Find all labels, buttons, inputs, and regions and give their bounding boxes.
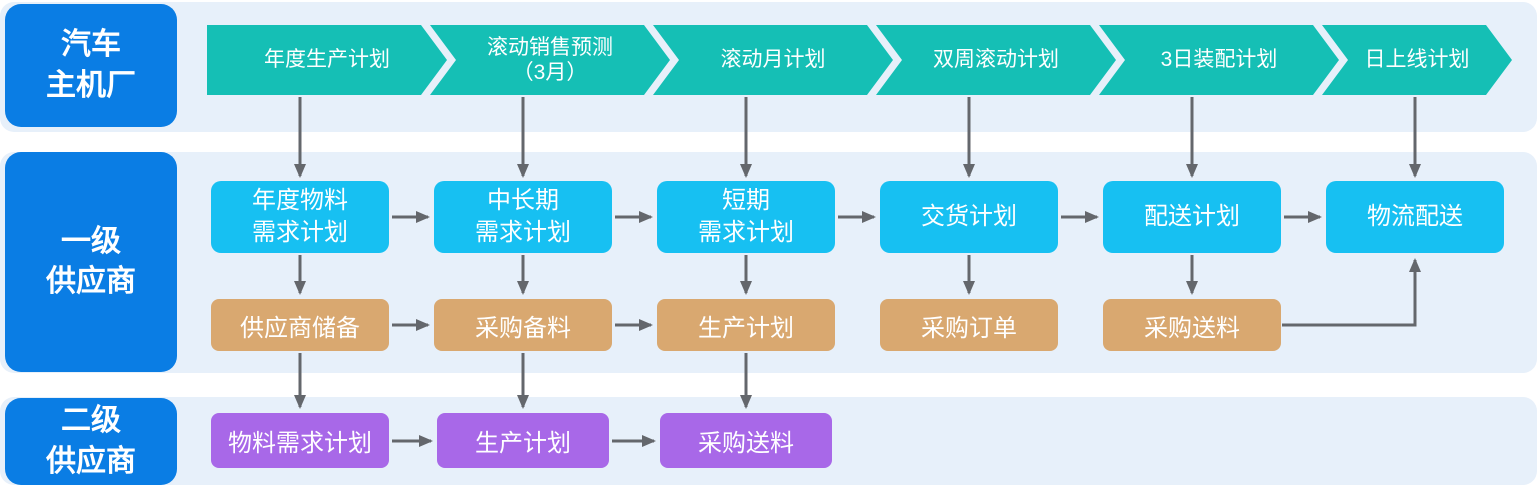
chevron-step-rolling-sales-forecast: 滚动销售预测 （3月） [430, 25, 670, 95]
box-label: 交货计划 [921, 202, 1017, 230]
plan-box-distribution-plan: 配送计划 [1103, 181, 1281, 253]
chevron-step-annual-production-plan: 年度生产计划 [207, 25, 447, 95]
exec-box-supplier-reserve: 供应商储备 [211, 299, 389, 351]
exec-box-production-plan: 生产计划 [657, 299, 835, 351]
chevron-step-rolling-month-plan: 滚动月计划 [653, 25, 893, 95]
lane-label-oem: 汽车 主机厂 [5, 4, 177, 127]
chevron-label: 滚动月计划 [720, 48, 826, 72]
box-label: 需求计划 [252, 219, 348, 246]
lane-label-line: 一级 [61, 224, 121, 258]
box-label: 生产计划 [475, 430, 571, 457]
box-label: 需求计划 [475, 219, 571, 246]
box-label: 采购备料 [475, 314, 571, 342]
chevron-step-biweekly-rolling-plan: 双周滚动计划 [876, 25, 1116, 95]
box-label: 年度物料 [252, 186, 348, 214]
plan-box-mid-long-term-requirement: 中长期 需求计划 [434, 181, 612, 253]
chevron-step-daily-online-plan: 日上线计划 [1322, 25, 1512, 95]
lane-label-line: 二级 [61, 404, 121, 437]
plan-box-delivery-plan: 交货计划 [880, 181, 1058, 253]
chevron-label: 日上线计划 [1364, 48, 1470, 72]
box-label: 需求计划 [698, 219, 794, 246]
tier2-box-production-plan: 生产计划 [437, 413, 609, 468]
exec-box-purchase-delivery: 采购送料 [1103, 299, 1281, 351]
chevron-label: （3月） [512, 61, 588, 84]
box-label: 生产计划 [698, 314, 794, 342]
plan-box-annual-material-requirement: 年度物料 需求计划 [211, 181, 389, 253]
chevron-label: 3日装配计划 [1160, 48, 1278, 72]
exec-box-purchase-material-prep: 采购备料 [434, 299, 612, 351]
box-label: 采购送料 [1144, 314, 1240, 342]
chevron-step-3day-assembly-plan: 3日装配计划 [1099, 25, 1339, 95]
box-label: 物料需求计划 [228, 430, 372, 457]
lane-label-line: 主机厂 [46, 68, 136, 102]
plan-box-short-term-requirement: 短期 需求计划 [657, 181, 835, 253]
box-label: 物流配送 [1367, 202, 1463, 230]
box-label: 供应商储备 [240, 314, 360, 342]
box-label: 中长期 [487, 186, 559, 214]
box-label: 短期 [722, 186, 770, 214]
lane-label-line: 供应商 [46, 444, 136, 478]
lane-label-line: 汽车 [61, 28, 121, 61]
chevron-label: 滚动销售预测 [487, 35, 613, 59]
lane-label-tier1: 一级 供应商 [5, 152, 177, 372]
box-label: 采购送料 [698, 430, 794, 457]
exec-box-purchase-order: 采购订单 [880, 299, 1058, 351]
chevron-label: 双周滚动计划 [933, 48, 1059, 72]
box-label: 采购订单 [921, 314, 1017, 342]
plan-box-logistics-distribution: 物流配送 [1326, 181, 1504, 253]
tier2-box-material-requirement-plan: 物料需求计划 [211, 413, 389, 468]
tier2-box-purchase-delivery: 采购送料 [660, 413, 832, 468]
box-label: 配送计划 [1144, 202, 1240, 230]
chevron-label: 年度生产计划 [264, 48, 390, 72]
lane-label-line: 供应商 [46, 265, 136, 298]
lane-label-tier2: 二级 供应商 [5, 398, 177, 485]
